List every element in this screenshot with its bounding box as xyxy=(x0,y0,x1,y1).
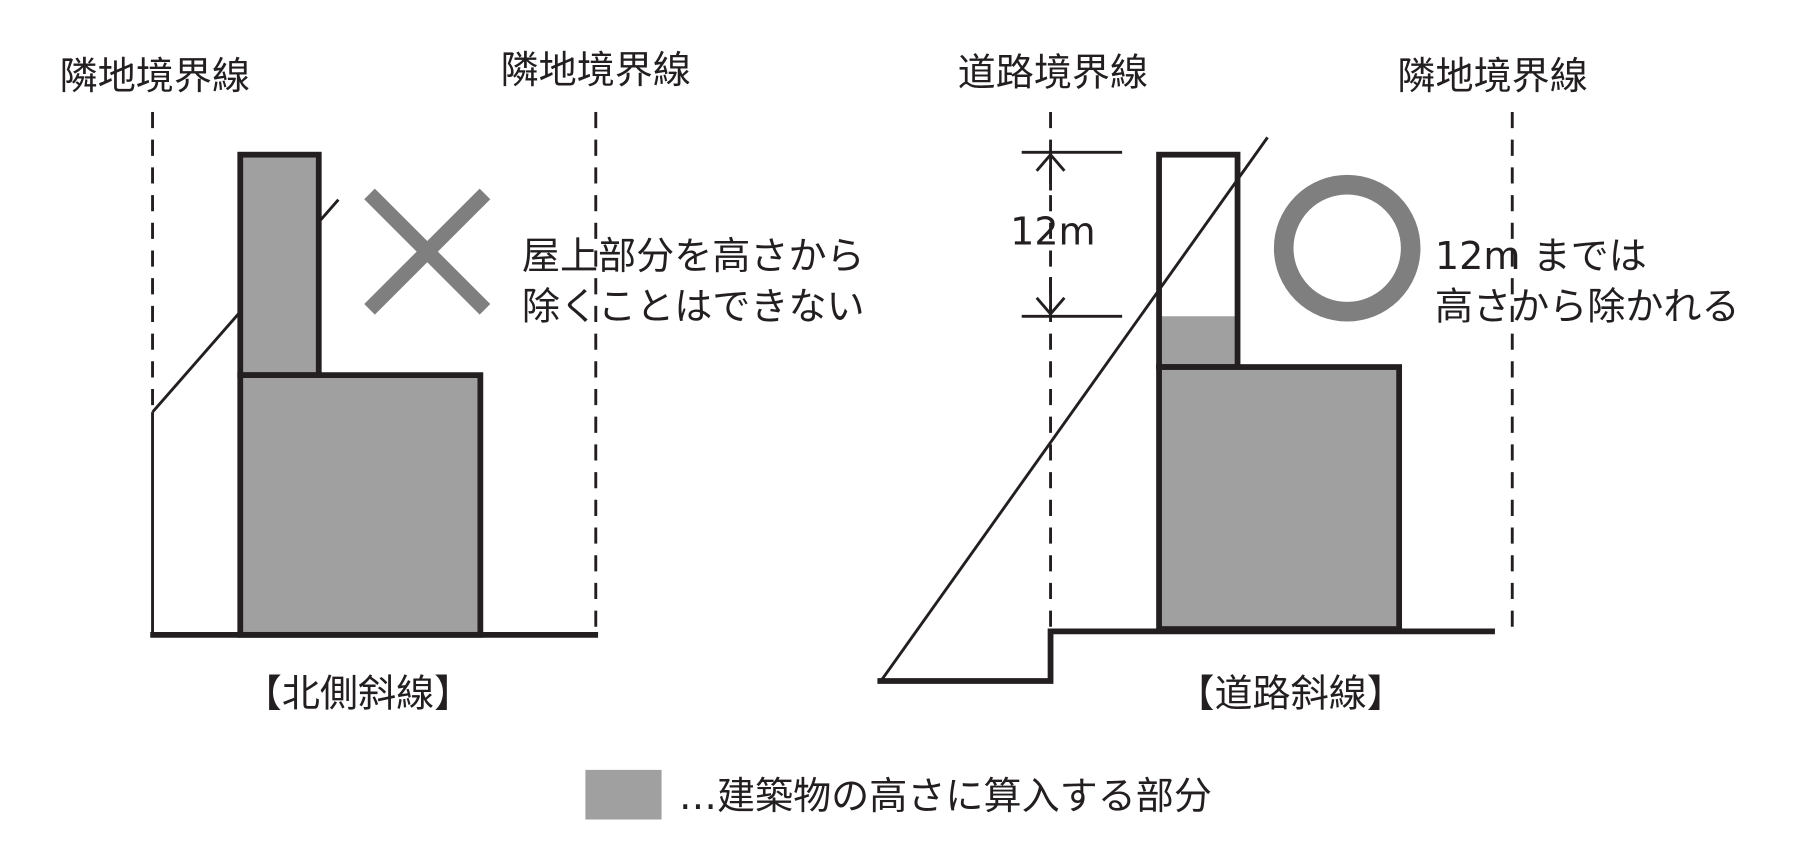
left-boundary-label: 隣地境界線 xyxy=(60,54,250,98)
building-body xyxy=(1156,364,1403,632)
circle-icon xyxy=(1273,174,1421,322)
adjacent-boundary-label: 隣地境界線 xyxy=(1397,54,1587,98)
dimension-label: 12m xyxy=(1010,210,1096,254)
road-boundary-label: 道路境界線 xyxy=(958,50,1148,94)
ground-line xyxy=(877,628,1495,684)
dimension-marker xyxy=(1021,150,1123,318)
note-line-2: 高さから除かれる xyxy=(1435,285,1740,329)
legend: …建築物の高さに算入する部分 xyxy=(585,769,1212,820)
counted-rooftop-part xyxy=(1159,316,1238,368)
note-line-1: 屋上部分を高さから xyxy=(522,234,865,278)
north-setback-diagram: 隣地境界線 隣地境界線 屋上部分を高さから 除くことはできない 【北側斜線】 xyxy=(60,48,865,715)
road-setback-diagram: 道路境界線 隣地境界線 12m 12m までは 高さから除かれる 【道路斜線】 xyxy=(877,50,1740,715)
setback-slope-line xyxy=(879,136,1269,682)
caption: 【北側斜線】 xyxy=(244,671,472,715)
building-body xyxy=(237,372,484,638)
legend-swatch xyxy=(585,769,662,820)
cross-icon xyxy=(364,188,491,315)
legend-label: …建築物の高さに算入する部分 xyxy=(679,774,1212,818)
note-line-1: 12m までは xyxy=(1435,234,1647,278)
note-line-2: 除くことはできない xyxy=(522,285,865,329)
rooftop-structure xyxy=(237,151,322,379)
caption: 【道路斜線】 xyxy=(1176,671,1404,715)
right-boundary-label: 隣地境界線 xyxy=(501,48,691,92)
